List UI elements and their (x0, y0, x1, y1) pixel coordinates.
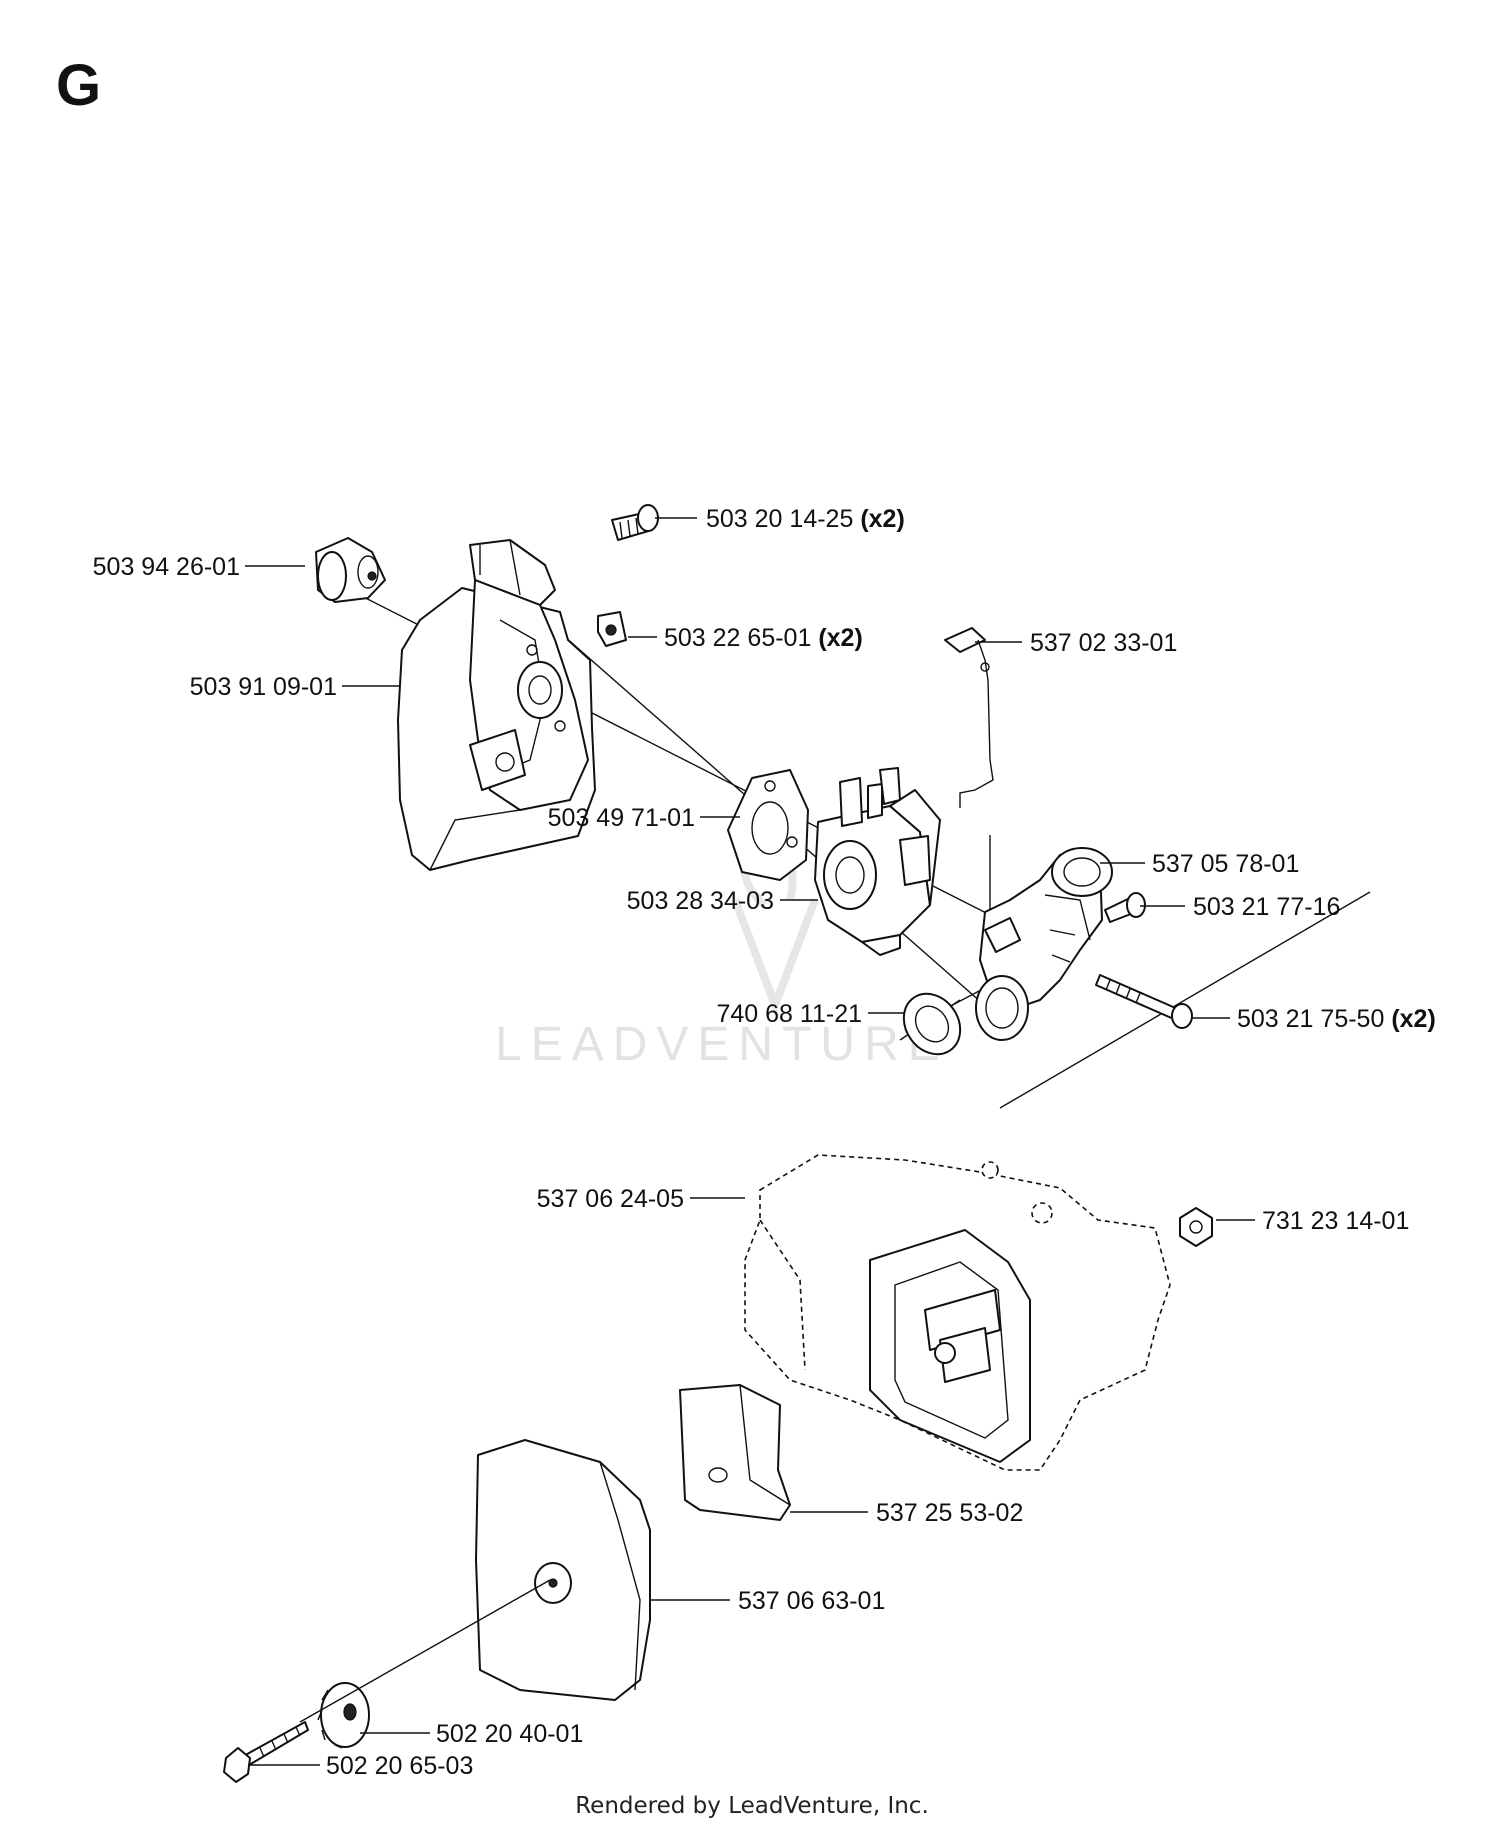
part-label-537-06-24-05: 537 06 24-05 (537, 1185, 684, 1213)
carburetor-part (814, 767, 941, 956)
leader-lines (245, 517, 1255, 1766)
knob-part (317, 1682, 370, 1749)
part-label-503-21-77-16: 503 21 77-16 (1193, 893, 1340, 921)
filter-housing-part (869, 1229, 1031, 1463)
intake-adapter-part (975, 847, 1113, 1041)
throttle-rod-part (944, 627, 994, 808)
part-label-502-20-40-01: 502 20 40-01 (436, 1720, 583, 1748)
part-label-503-49-71-01: 503 49 71-01 (548, 804, 695, 832)
bolt-part (223, 1579, 551, 1783)
air-filter-holder (397, 539, 596, 871)
part-label-503-91-09-01: 503 91 09-01 (190, 673, 337, 701)
part-label-503-22-65-01: 503 22 65-01 (x2) (664, 624, 863, 652)
watermark-text: LEADVENTURE (495, 1018, 949, 1071)
part-label-503-28-34-03: 503 28 34-03 (627, 887, 774, 915)
section-letter: G (56, 53, 101, 118)
part-label-537-05-78-01: 537 05 78-01 (1152, 850, 1299, 878)
seal-ring-part (902, 992, 962, 1056)
filter-cover-part (475, 1439, 651, 1701)
nut-part (1179, 1207, 1213, 1247)
filter-element-part (679, 1384, 791, 1521)
footer-credit: Rendered by LeadVenture, Inc. (575, 1793, 929, 1819)
part-label-731-23-14-01: 731 23 14-01 (1262, 1207, 1409, 1235)
screw-part (1104, 892, 1146, 923)
part-label-537-25-53-02: 537 25 53-02 (876, 1499, 1023, 1527)
screw-part (611, 504, 659, 541)
part-label-740-68-11-21: 740 68 11-21 (717, 1000, 863, 1028)
part-label-503-20-14-25: 503 20 14-25 (x2) (706, 505, 905, 533)
part-label-537-02-33-01: 537 02 33-01 (1030, 629, 1177, 657)
long-screw-part (1095, 974, 1193, 1029)
part-label-503-21-75-50: 503 21 75-50 (x2) (1237, 1005, 1436, 1033)
choke-part (315, 537, 386, 603)
part-label-503-94-26-01: 503 94 26-01 (93, 553, 240, 581)
watermark: LEADVENTURE (495, 824, 949, 1071)
part-label-537-06-63-01: 537 06 63-01 (738, 1587, 885, 1615)
part-label-502-20-65-03: 502 20 65-03 (326, 1752, 473, 1780)
gasket-part (727, 769, 809, 881)
nut-part (597, 611, 627, 647)
